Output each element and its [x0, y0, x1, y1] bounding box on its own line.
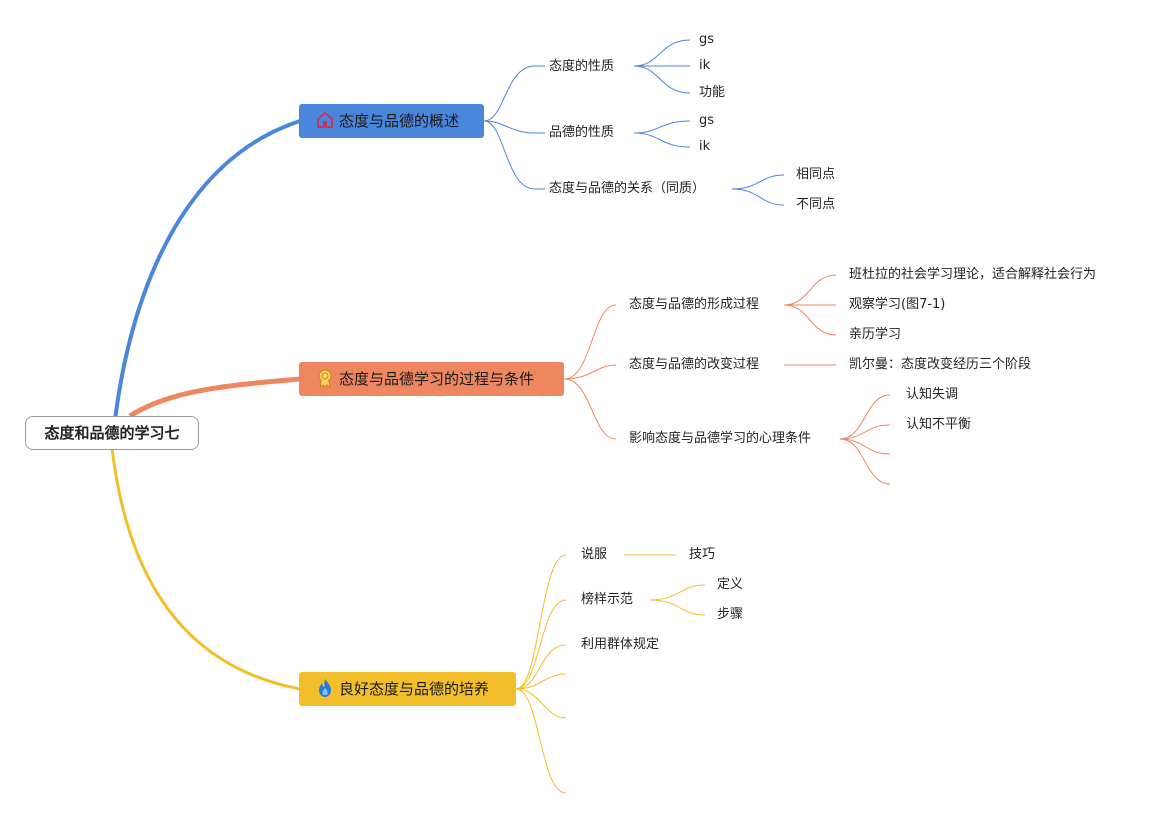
leaf-attitude-ik[interactable]: ik: [699, 58, 711, 73]
connector-root-to-process: [128, 376, 301, 419]
connector-root-to-overview: [110, 119, 301, 449]
topic-cultivation[interactable]: 良好态度与品德的培养: [299, 672, 516, 706]
leaf-role-model-steps[interactable]: 步骤: [717, 607, 744, 622]
leaf-differences[interactable]: 不同点: [796, 197, 836, 212]
subtopic-persuasion[interactable]: 说服: [581, 547, 608, 562]
topic-process[interactable]: 态度与品德学习的过程与条件: [299, 362, 564, 396]
leaf-attitude-function[interactable]: 功能: [699, 85, 726, 100]
leaf-bandura-theory[interactable]: 班杜拉的社会学习理论，适合解释社会行为: [849, 267, 1097, 282]
leaf-experiential-learning[interactable]: 亲历学习: [849, 327, 902, 342]
subtopic-formation-process[interactable]: 态度与品德的形成过程: [629, 297, 760, 312]
topic-overview[interactable]: 态度与品德的概述: [299, 104, 484, 138]
subtopic-relationship[interactable]: 态度与品德的关系（同质）: [549, 181, 706, 196]
subtopic-group-norms[interactable]: 利用群体规定: [581, 637, 660, 652]
award-ribbon-icon: [318, 369, 332, 388]
subtopic-attitude-nature[interactable]: 态度的性质: [549, 59, 615, 74]
leaf-persuasion-technique[interactable]: 技巧: [689, 547, 716, 562]
topic-cultivation-label: 良好态度与品德的培养: [339, 680, 490, 698]
leaf-role-model-definition[interactable]: 定义: [717, 577, 744, 592]
leaf-cognitive-imbalance[interactable]: 认知不平衡: [906, 417, 972, 432]
leaf-observational-learning[interactable]: 观察学习(图7-1): [849, 297, 946, 312]
leaf-attitude-gs[interactable]: gs: [699, 32, 715, 47]
subtopic-psychological-conditions[interactable]: 影响态度与品德学习的心理条件: [629, 431, 812, 446]
flame-icon: [319, 679, 331, 697]
leaf-morality-ik[interactable]: ik: [699, 139, 711, 154]
leaf-kelman-stages[interactable]: 凯尔曼：态度改变经历三个阶段: [849, 357, 1032, 372]
leaf-similarities[interactable]: 相同点: [796, 167, 836, 182]
topic-overview-label: 态度与品德的概述: [339, 112, 460, 130]
leaf-cognitive-dissonance[interactable]: 认知失调: [906, 387, 959, 402]
connector-root-to-cultivation: [110, 447, 301, 691]
subtopic-morality-nature[interactable]: 品德的性质: [549, 125, 615, 140]
branch-overview-connectors: [483, 39, 785, 206]
leaf-morality-gs[interactable]: gs: [699, 113, 715, 128]
root-topic[interactable]: 态度和品德的学习七: [25, 416, 199, 450]
branch-cultivation-connectors: [515, 554, 706, 794]
topic-process-label: 态度与品德学习的过程与条件: [339, 370, 535, 388]
branch-process-connectors: [563, 274, 891, 485]
house-icon: [317, 111, 333, 128]
subtopic-change-process[interactable]: 态度与品德的改变过程: [629, 357, 760, 372]
subtopic-role-model[interactable]: 榜样示范: [581, 592, 634, 607]
